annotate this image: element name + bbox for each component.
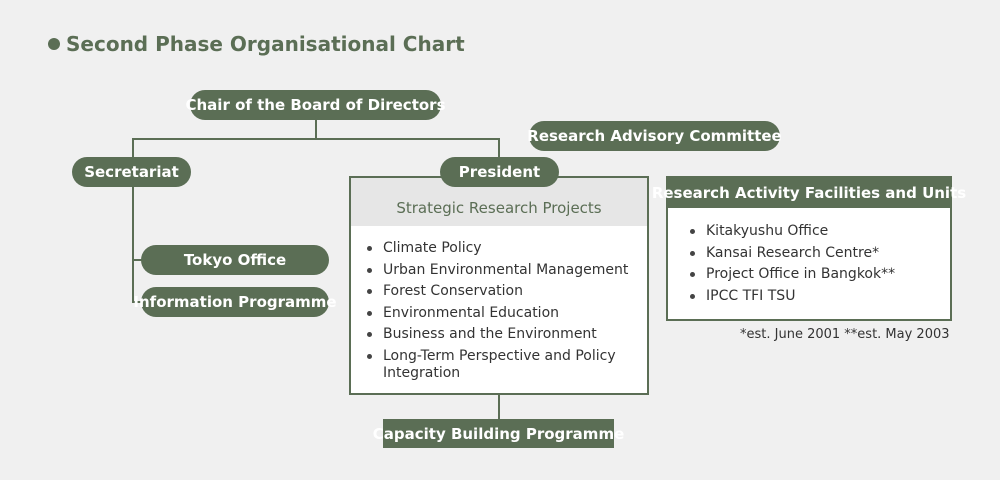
connector-to-information: [132, 301, 144, 303]
connector-horizontal-top: [132, 138, 500, 140]
node-tokyo: Tokyo Office: [141, 245, 329, 275]
connector-chair-down: [315, 118, 317, 139]
facilities-heading: Research Activity Facilities and Units: [652, 178, 966, 208]
connector-to-tokyo: [132, 259, 144, 261]
list-item: Long-Term Perspective and Policy Integra…: [365, 348, 635, 382]
node-secretariat: Secretariat: [72, 157, 191, 187]
list-item: Business and the Environment: [365, 326, 635, 343]
connector-to-secretariat: [132, 138, 134, 159]
node-chair: Chair of the Board of Directors: [186, 90, 446, 120]
connector-secretariat-down: [132, 185, 134, 302]
chart-title-text: Second Phase Organisational Chart: [66, 32, 465, 56]
strategic-research-list: Climate Policy Urban Environmental Manag…: [365, 240, 635, 386]
connector-to-capacity: [498, 394, 500, 419]
node-president: President: [440, 157, 559, 187]
connector-to-president: [498, 138, 500, 159]
list-item: Project Office in Bangkok**: [688, 266, 938, 283]
list-item: IPCC TFI TSU: [688, 288, 938, 305]
list-item: Forest Conservation: [365, 283, 635, 300]
list-item: Urban Environmental Management: [365, 262, 635, 279]
node-information: Information Programme: [133, 287, 337, 317]
list-item: Kansai Research Centre*: [688, 245, 938, 262]
footnote: *est. June 2001 **est. May 2003: [740, 327, 950, 342]
title-bullet-icon: [48, 38, 60, 50]
chart-title: Second Phase Organisational Chart: [48, 32, 465, 56]
node-advisory: Research Advisory Committee: [527, 121, 782, 151]
facilities-box: Research Activity Facilities and Units K…: [652, 176, 966, 321]
list-item: Kitakyushu Office: [688, 223, 938, 240]
list-item: Environmental Education: [365, 305, 635, 322]
strategic-research-box: Strategic Research Projects Climate Poli…: [349, 176, 649, 395]
list-item: Climate Policy: [365, 240, 635, 257]
node-capacity: Capacity Building Programme: [373, 419, 624, 448]
facilities-list: Kitakyushu Office Kansai Research Centre…: [688, 223, 938, 309]
